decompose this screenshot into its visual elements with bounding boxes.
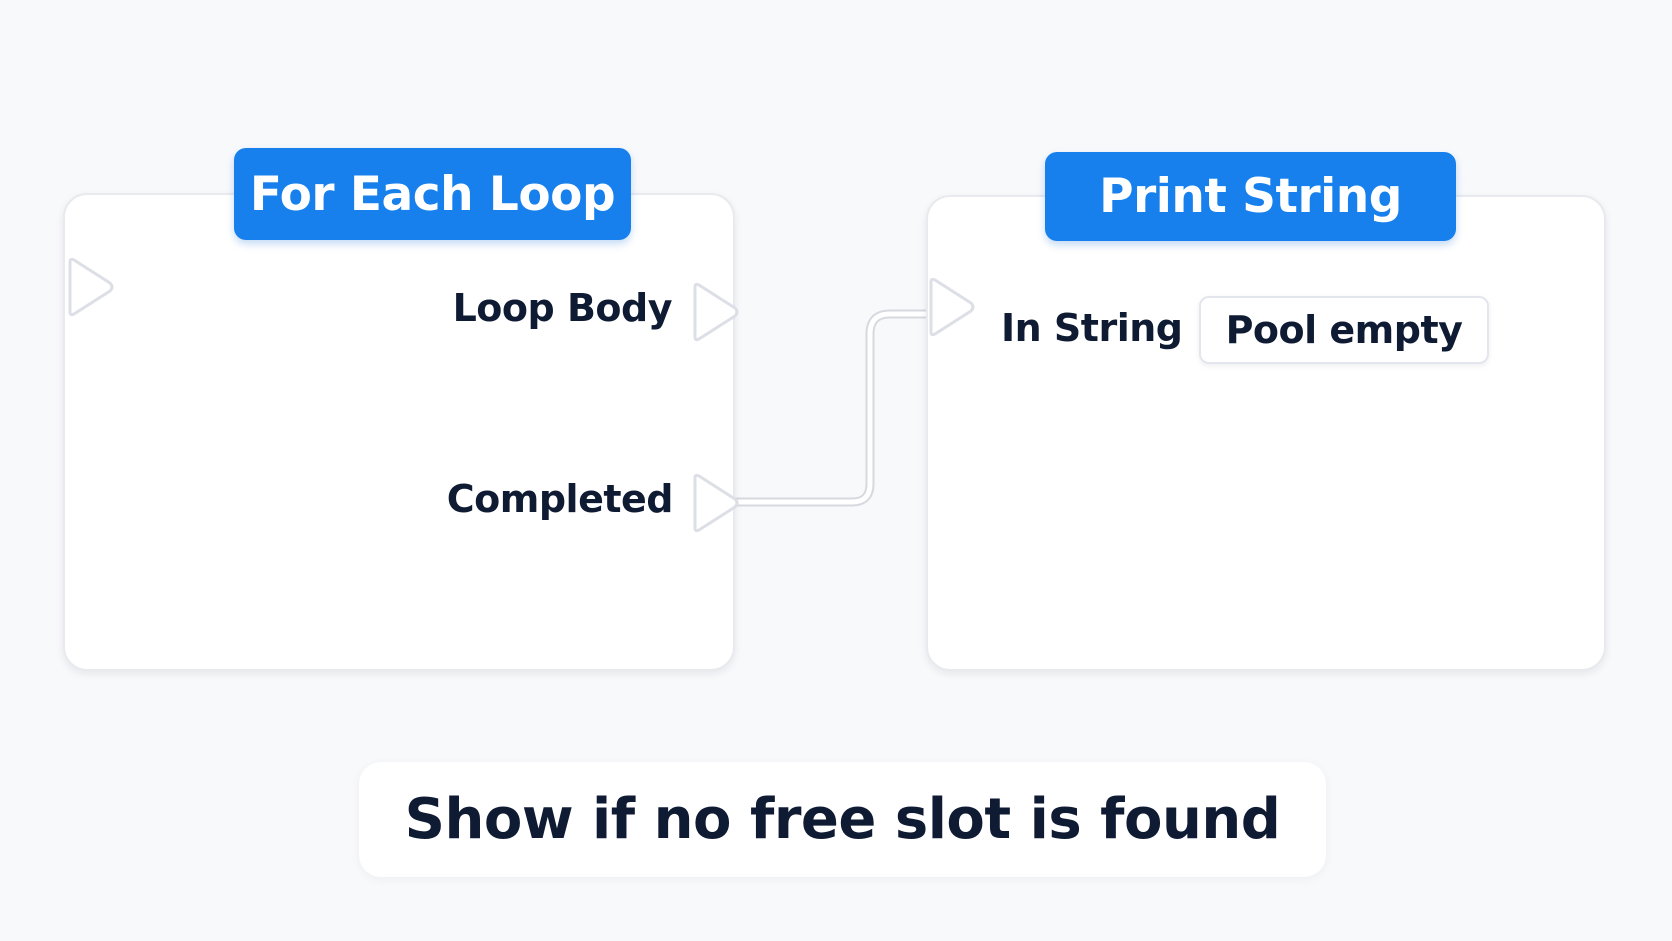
print-string-exec-input-pin-icon[interactable] xyxy=(925,276,977,338)
for-each-loop-node[interactable] xyxy=(63,193,735,671)
caption-box: Show if no free slot is found xyxy=(359,762,1326,877)
loop-body-label: Loop Body xyxy=(452,286,673,330)
print-string-node[interactable] xyxy=(926,195,1606,671)
loop-body-exec-pin-icon[interactable] xyxy=(689,281,741,343)
in-string-label: In String xyxy=(1001,306,1183,350)
in-string-value-field[interactable]: Pool empty xyxy=(1199,296,1489,364)
exec-input-pin-icon[interactable] xyxy=(64,256,116,318)
completed-label: Completed xyxy=(446,477,674,521)
print-string-title[interactable]: Print String xyxy=(1045,152,1456,241)
caption-text: Show if no free slot is found xyxy=(404,787,1281,852)
for-each-loop-title[interactable]: For Each Loop xyxy=(234,148,631,240)
exec-wire-completed-to-print[interactable] xyxy=(730,309,935,507)
completed-exec-pin-icon[interactable] xyxy=(689,472,741,534)
